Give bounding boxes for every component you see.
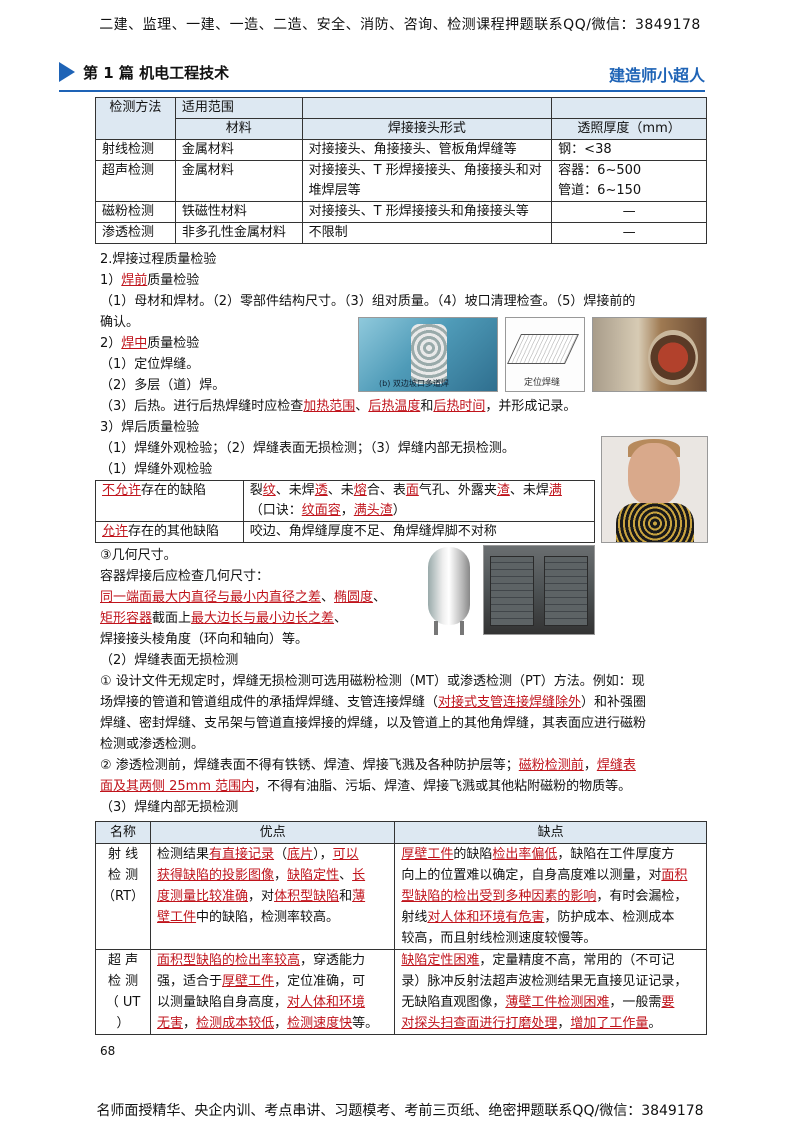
cons-cell: 缺陷定性困难，定量精度不高，常用的（不可记 录）脉冲反射法超声波检测结果无直接见… (394, 949, 707, 1035)
col-scope-header: 适用范围 (174, 97, 303, 119)
table-row: 射线检测 金属材料 对接接头、角接接头、管板角焊缝等 钢：<38 (95, 139, 707, 161)
detection-method-table: 检测方法 适用范围 材料 焊接接头形式 透照厚度（mm） 射线检测 金属材料 对… (95, 97, 707, 244)
surface-ndt-p2: ② 渗透检测前，焊缝表面不得有铁锈、焊渣、焊接飞溅及各种防护层等；磁粉检测前，焊… (100, 758, 636, 773)
method-cell: 渗透检测 (95, 222, 176, 244)
footer-banner: 名师面授精华、央企内训、考点串讲、习题模考、考前三页纸、绝密押题联系QQ/微信：… (96, 1103, 704, 1119)
visual-defect-table: 不允许存在的缺陷 裂纹、未焊透、未熔合、表面气孔、外露夹渣、未焊满 （口诀：纹面… (95, 480, 596, 543)
material-cell: 金属材料 (174, 139, 303, 161)
pre-weld-items-cont: 确认。 (100, 315, 140, 330)
col-method-header: 检测方法 (95, 97, 176, 140)
blank-header (551, 97, 707, 119)
geometry-item: 同一端面最大内直径与最小内直径之差、椭圆度、 (100, 590, 387, 605)
table-row: 不允许存在的缺陷 裂纹、未焊透、未熔合、表面气孔、外露夹渣、未焊满 （口诀：纹面… (95, 480, 596, 522)
col-name-header: 名称 (94, 821, 152, 844)
visual-inspection-heading: （1）焊缝外观检验 (100, 462, 213, 477)
thickness-cell: — (551, 222, 707, 244)
joint-cell: 不限制 (301, 222, 553, 244)
thickness-pipe: 管道：6~150 (558, 183, 642, 198)
table-row: 射 线检 测（RT） 检测结果有直接记录（底片），可以 获得缺陷的投影图像，缺陷… (94, 843, 707, 950)
rectangular-container-photo (483, 545, 595, 635)
person-photo (601, 436, 708, 543)
chapter-divider (59, 90, 705, 92)
method-cell: 射线检测 (95, 139, 176, 161)
surface-ndt-p1: 场焊接的管道和管道组成件的承插焊焊缝、支管连接焊缝（对接式支管连接焊缝除外）和补… (100, 695, 647, 710)
mid-weld-heading: 2）焊中质量检验 (100, 336, 200, 351)
multipass-weld-image: (b) 双边坡口多道焊 (358, 317, 498, 392)
geometry-intro: 容器焊接后应检查几何尺寸： (100, 569, 270, 584)
geometry-item: 焊接接头棱角度（环向和轴向）等。 (100, 632, 309, 647)
brand-name: 建造师小超人 (608, 66, 705, 85)
surface-ndt-p1: 检测或渗透检测。 (100, 737, 205, 752)
material-cell: 非多孔性金属材料 (174, 222, 303, 244)
method-cell: 超声检测 (95, 160, 176, 202)
method-name-cell: 超 声检 测（ UT） (94, 949, 152, 1035)
pre-weld-heading: 1）焊前质量检验 (100, 273, 200, 288)
pressure-vessel-image (420, 545, 478, 635)
mid-weld-item: （1）定位焊缝。 (100, 357, 200, 372)
method-name-cell: 射 线检 测（RT） (94, 843, 152, 950)
col-joint-header: 焊接接头形式 (301, 118, 553, 140)
geometry-heading: ③几何尺寸。 (100, 548, 177, 563)
thickness-cell: 钢：<38 (551, 139, 707, 161)
surface-ndt-p1: 焊缝、密封焊缝、支吊架与管道直接焊接的焊缝，以及管道上的其他角焊缝，其表面应进行… (100, 716, 647, 731)
joint-cell: 对接接头、T 形焊接接头、角接接头和对堆焊层等 (301, 160, 553, 202)
defect-list-cell: 咬边、角焊缝厚度不足、角焊缝焊脚不对称 (242, 521, 596, 543)
pre-weld-items: （1）母材和焊材。（2）零部件结构尺寸。（3）组对质量。（4）坡口清理检查。（5… (100, 294, 636, 309)
table-row: 超 声检 测（ UT） 面积型缺陷的检出率较高，穿透能力 强，适合于厚壁工件，定… (94, 949, 707, 1035)
col-material-header: 材料 (174, 118, 303, 140)
method-cell: 磁粉检测 (95, 201, 176, 223)
chapter-title: 第 1 篇 机电工程技术 (83, 64, 230, 82)
mid-weld-item: （2）多层（道）焊。 (100, 378, 226, 393)
section-title: 2.焊接过程质量检验 (100, 252, 217, 267)
col-cons-header: 缺点 (394, 821, 707, 844)
tack-weld-image: 定位焊缝 (505, 317, 585, 392)
defect-list-cell: 裂纹、未焊透、未熔合、表面气孔、外露夹渣、未焊满 （口诀：纹面容，满头渣） (242, 480, 596, 522)
table-row: 允许存在的其他缺陷 咬边、角焊缝厚度不足、角焊缝焊脚不对称 (95, 521, 596, 543)
post-weld-list: （1）焊缝外观检验；（2）焊缝表面无损检测；（3）焊缝内部无损检测。 (100, 441, 515, 456)
table-row: 超声检测 金属材料 对接接头、T 形焊接接头、角接接头和对堆焊层等 容器：6~5… (95, 160, 707, 202)
table-row: 磁粉检测 铁磁性材料 对接接头、T 形焊接接头和角接接头等 — (95, 201, 707, 223)
defect-label-cell: 允许存在的其他缺陷 (95, 521, 244, 543)
cons-cell: 厚壁工件的缺陷检出率偏低，缺陷在工件厚度方 向上的位置难以确定，自身高度难以测量… (394, 843, 707, 950)
page-number: 68 (100, 1044, 116, 1058)
mnemonic: （口诀：纹面容，满头渣） (249, 503, 406, 518)
table-row: 渗透检测 非多孔性金属材料 不限制 — (95, 222, 707, 244)
pipe-welding-photo (592, 317, 707, 392)
material-cell: 金属材料 (174, 160, 303, 202)
pros-cell: 面积型缺陷的检出率较高，穿透能力 强，适合于厚壁工件，定位准确，可 以测量缺陷自… (150, 949, 396, 1035)
surface-ndt-p2: 面及其两侧 25mm 范围内，不得有油脂、污垢、焊渣、焊接飞溅或其他粘附磁粉的物… (100, 779, 632, 794)
material-cell: 铁磁性材料 (174, 201, 303, 223)
defect-label-cell: 不允许存在的缺陷 (95, 480, 244, 522)
geometry-item: 矩形容器截面上最大边长与最小边长之差、 (100, 611, 348, 626)
tack-weld-caption: 定位焊缝 (524, 378, 561, 388)
thickness-container: 容器：6~500 (558, 163, 642, 178)
chapter-header: 第 1 篇 机电工程技术 建造师小超人 (55, 58, 705, 92)
thickness-cell: — (551, 201, 707, 223)
post-heat-item: （3）后热。进行后热焊缝时应检查加热范围、后热温度和后热时间，并形成记录。 (100, 399, 577, 414)
col-pros-header: 优点 (150, 821, 396, 844)
blank-header (301, 97, 553, 119)
weld-image-caption: (b) 双边坡口多道焊 (379, 379, 449, 388)
internal-ndt-table: 名称 优点 缺点 射 线检 测（RT） 检测结果有直接记录（底片），可以 获得缺… (94, 821, 707, 1035)
surface-ndt-heading: （2）焊缝表面无损检测 (100, 653, 239, 668)
thickness-cell: 容器：6~500 管道：6~150 (551, 160, 707, 202)
col-thickness-header: 透照厚度（mm） (551, 118, 707, 140)
play-arrow-icon (59, 62, 75, 82)
joint-cell: 对接接头、T 形焊接接头和角接接头等 (301, 201, 553, 223)
internal-ndt-heading: （3）焊缝内部无损检测 (100, 800, 239, 815)
pros-cell: 检测结果有直接记录（底片），可以 获得缺陷的投影图像，缺陷定性、长 度测量比较准… (150, 843, 396, 950)
post-weld-heading: 3）焊后质量检验 (100, 420, 200, 435)
header-banner: 二建、监理、一建、一造、二造、安全、消防、咨询、检测课程押题联系QQ/微信：38… (99, 17, 701, 33)
joint-cell: 对接接头、角接接头、管板角焊缝等 (301, 139, 553, 161)
surface-ndt-p1: ① 设计文件无规定时，焊缝无损检测可选用磁粉检测（MT）或渗透检测（PT）方法。… (100, 674, 645, 689)
